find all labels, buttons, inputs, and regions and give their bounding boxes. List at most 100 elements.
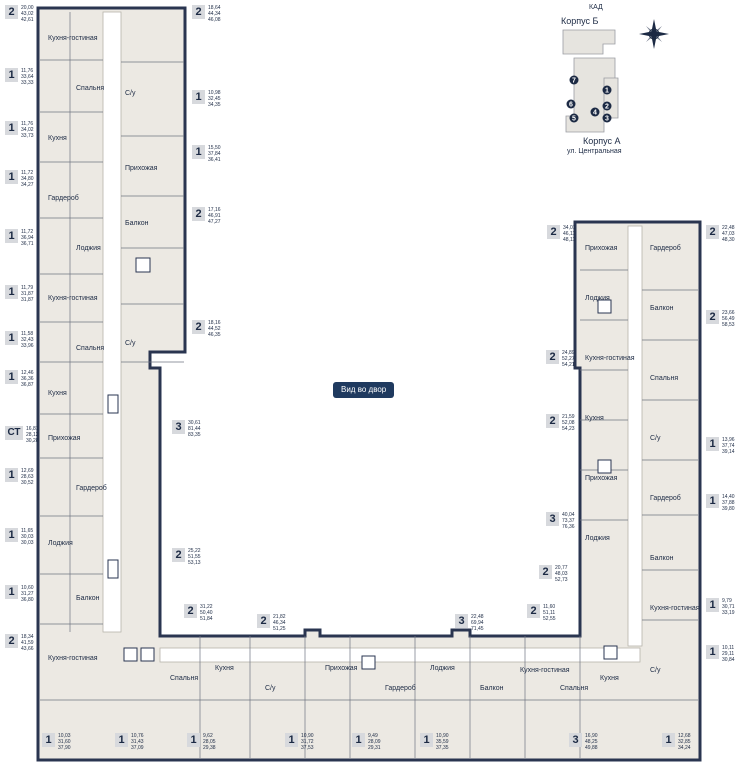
area-value: 43,66	[21, 646, 34, 652]
room-label: Гардероб	[385, 684, 416, 692]
area-value: 16,90	[585, 733, 598, 739]
section-marker-circle[interactable]	[566, 99, 576, 109]
area-value: 37,84	[208, 151, 221, 157]
section-marker-circle[interactable]	[602, 85, 612, 95]
area-value: 51,11	[543, 610, 556, 616]
korpus-b-label: Корпус Б	[561, 16, 599, 26]
area-value: 44,34	[208, 11, 221, 17]
area-value: 33,73	[21, 133, 34, 139]
area-value: 48,11	[563, 237, 576, 243]
area-value: 52,27	[562, 356, 575, 362]
room-count: 1	[5, 170, 18, 184]
room-label: Кухня	[600, 675, 619, 682]
area-value: 34,01	[563, 225, 576, 231]
room-label: Кухня-гостиная	[48, 295, 98, 302]
area-value: 56,49	[722, 316, 735, 322]
section-marker-circle[interactable]	[602, 101, 612, 111]
room-count: 1	[5, 285, 18, 299]
area-value: 30,03	[21, 534, 34, 540]
area-value: 18,34	[21, 634, 34, 640]
area-value: 10,76	[131, 733, 144, 739]
area-value: 46,08	[208, 17, 221, 23]
area-value: 25,22	[188, 548, 201, 554]
area-value: 69,94	[471, 620, 484, 626]
area-value: 30,52	[21, 480, 34, 486]
area-value: 10,11	[722, 645, 735, 651]
section-marker-number: 3	[605, 116, 609, 123]
room-count: 1	[5, 121, 18, 135]
area-value: 50,40	[200, 610, 213, 616]
area-value: 11,60	[543, 604, 556, 610]
section-marker-circle[interactable]	[569, 75, 579, 85]
area-value: 11,72	[21, 229, 34, 235]
room-label: Спальня	[650, 375, 678, 382]
area-value: 16,81	[26, 426, 39, 432]
room-label: Лоджия	[76, 245, 101, 252]
room-count: 1	[115, 733, 128, 747]
room-count: 1	[5, 528, 18, 542]
area-value: 31,60	[58, 739, 71, 745]
section-marker-circle[interactable]	[569, 113, 579, 123]
room-label: Балкон	[650, 305, 674, 312]
area-value: 11,76	[21, 68, 34, 74]
section-marker-circle[interactable]	[590, 107, 600, 117]
section-marker-circle[interactable]	[602, 113, 612, 123]
area-value: 21,59	[562, 414, 575, 420]
room-count: 1	[5, 68, 18, 82]
